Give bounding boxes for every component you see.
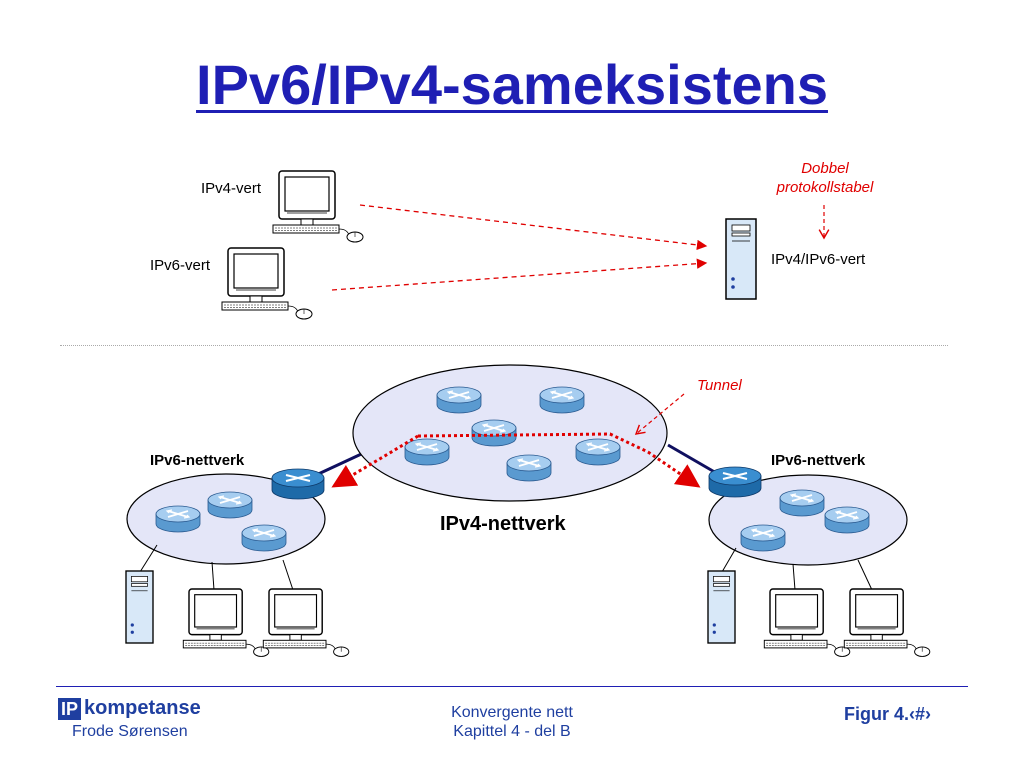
tunnel-path-right	[417, 432, 701, 488]
router-icon	[155, 505, 201, 533]
dual-host-label: IPv4/IPv6-vert	[771, 251, 866, 268]
left-pc-icon	[182, 588, 270, 658]
lan-wire	[139, 544, 158, 573]
author: Frode Sørensen	[72, 723, 188, 740]
lan-wire	[721, 547, 737, 573]
dual-stack-label-line2: protokollstabel	[776, 179, 874, 196]
lan-wire	[792, 563, 796, 591]
right-edge-router-icon	[708, 466, 762, 498]
router-icon	[539, 386, 585, 414]
ipv6-host-label: IPv6-vert	[150, 257, 211, 274]
tunnel-label-arrow	[634, 393, 685, 435]
router-icon	[506, 454, 552, 482]
page-title: IPv6/IPv4-sameksistens	[196, 53, 828, 116]
ipv4-host-label: IPv4-vert	[201, 180, 262, 197]
lan-wire	[857, 559, 873, 591]
dual-stack-label-line1: Dobbel	[801, 160, 849, 177]
tunnel-label: Tunnel	[697, 377, 742, 394]
course-line1: Konvergente nett	[451, 704, 573, 721]
router-icon	[241, 524, 287, 552]
course-line2: Kapittel 4 - del B	[453, 723, 571, 740]
footer-divider	[56, 686, 968, 687]
router-icon	[779, 489, 825, 517]
course-info: Konvergente nett Kapittel 4 - del B	[0, 703, 1024, 741]
ipv6-right-network-label: IPv6-nettverk	[771, 452, 866, 469]
right-server-icon	[707, 570, 736, 644]
right-pc-icon	[763, 588, 851, 658]
lan-wire	[211, 561, 215, 591]
router-icon	[404, 438, 450, 466]
ipv6-host-computer-icon	[221, 247, 313, 320]
logo-text: kompetanse	[84, 697, 201, 719]
router-icon	[436, 386, 482, 414]
logo-box: IP	[58, 697, 82, 720]
router-icon	[740, 524, 786, 552]
left-server-icon	[125, 570, 154, 644]
ipv4-host-computer-icon	[272, 170, 364, 243]
right-pc-icon	[843, 588, 931, 658]
left-edge-router-icon	[271, 468, 325, 500]
ipv6-to-dual-arrow	[331, 258, 708, 291]
dual-stack-label: Dobbel protokollstabel	[760, 159, 890, 197]
router-icon	[575, 438, 621, 466]
router-icon	[471, 419, 517, 447]
ipv6-left-network-label: IPv6-nettverk	[150, 452, 245, 469]
ip-kompetanse-logo: IP kompetanse	[58, 697, 201, 720]
ipv4-to-dual-arrow	[359, 204, 708, 251]
figure-number: Figur 4.‹#›	[844, 704, 932, 724]
right-edge-link	[667, 443, 719, 476]
router-icon	[207, 491, 253, 519]
section-divider	[60, 345, 948, 346]
ipv4-network-label: IPv4-nettverk	[440, 513, 566, 535]
lan-wire	[282, 559, 294, 591]
left-pc-icon	[262, 588, 350, 658]
dual-stack-host-server-icon	[725, 218, 757, 300]
router-icon	[824, 506, 870, 534]
